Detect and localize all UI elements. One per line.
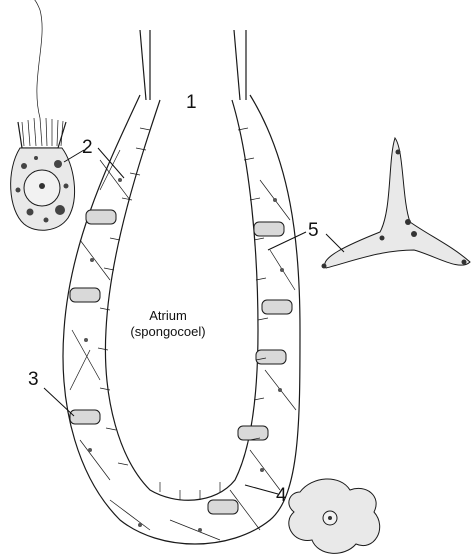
label-3: 3 xyxy=(28,369,39,390)
sponge-body-wall xyxy=(63,30,300,544)
leader-lines xyxy=(44,148,344,494)
label-5: 5 xyxy=(308,220,319,241)
triradiate-spicule-illustration xyxy=(322,138,471,269)
amoebocyte-illustration xyxy=(289,479,380,553)
label-2: 2 xyxy=(82,137,93,158)
label-1: 1 xyxy=(186,92,197,113)
atrium-label: Atrium xyxy=(149,308,187,323)
choanocyte-cell-illustration xyxy=(11,0,75,230)
spongocoel-label: (spongocoel) xyxy=(130,324,205,339)
label-4: 4 xyxy=(276,485,287,506)
